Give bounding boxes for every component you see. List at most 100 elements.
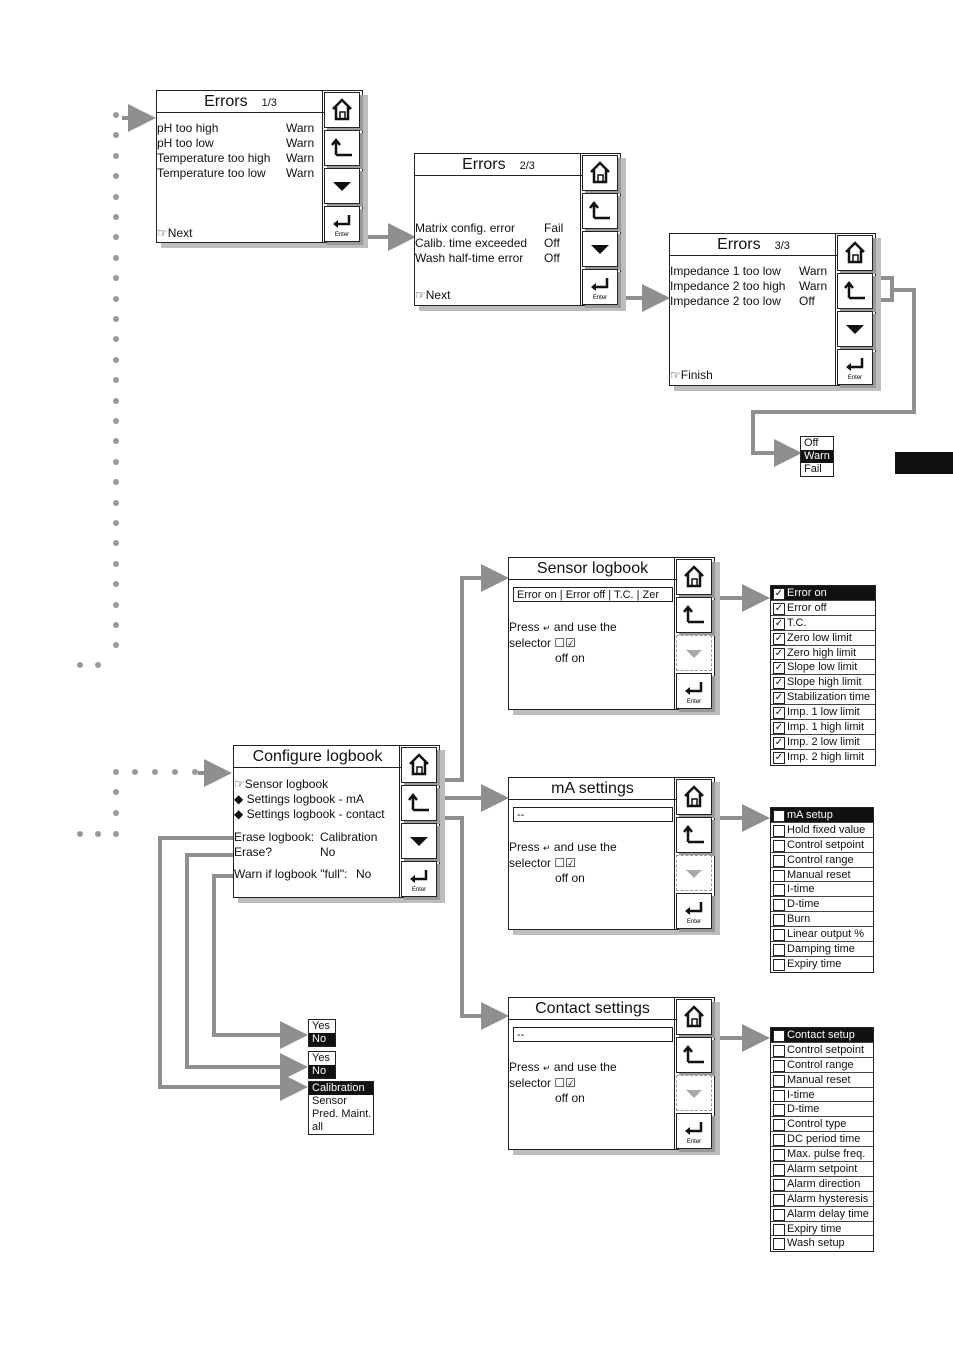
checkbox-icon[interactable] (773, 1223, 785, 1236)
back-button[interactable] (676, 1036, 712, 1073)
checklist-item[interactable]: Control range (771, 1058, 873, 1073)
selection-field[interactable]: -- (513, 807, 673, 822)
menu-option-selected[interactable]: No (309, 1065, 335, 1078)
back-button[interactable] (837, 272, 873, 309)
checkbox-checked-icon[interactable]: ✓ (773, 707, 785, 720)
checklist-item[interactable]: Contact setup (771, 1028, 873, 1043)
erase-logbook-value[interactable]: Calibration (320, 830, 378, 844)
menu-option[interactable]: Yes (312, 1052, 330, 1064)
checklist-item[interactable]: Alarm setpoint (771, 1162, 873, 1177)
menu-item-settings-contact[interactable]: ◆ Settings logbook - contact (234, 807, 385, 821)
home-button[interactable] (837, 234, 873, 271)
checkbox-icon[interactable] (773, 1134, 785, 1147)
checklist-item[interactable]: ✓T.C. (771, 616, 875, 631)
checkbox-icon[interactable] (773, 839, 785, 852)
checkbox-icon[interactable] (773, 884, 785, 897)
down-button[interactable] (324, 167, 360, 204)
checkbox-checked-icon[interactable]: ✓ (773, 647, 785, 660)
checkbox-checked-icon[interactable]: ✓ (773, 602, 785, 615)
checkbox-icon[interactable] (773, 929, 785, 942)
checklist-item[interactable]: Control setpoint (771, 1043, 873, 1058)
enter-button[interactable]: Enter (676, 892, 712, 929)
down-button[interactable] (837, 310, 873, 347)
checklist-item[interactable]: Manual reset (771, 868, 873, 883)
checklist-item[interactable]: ✓Stabilization time (771, 690, 875, 706)
warn-full-value[interactable]: No (356, 867, 372, 881)
checklist-item[interactable]: Alarm hysteresis (771, 1192, 873, 1207)
checklist-item[interactable]: Expiry time (771, 957, 873, 972)
checklist-item[interactable]: Control range (771, 853, 873, 868)
menu-option[interactable]: all (312, 1121, 324, 1133)
checklist-item[interactable]: D-time (771, 1102, 873, 1118)
checkbox-icon[interactable] (773, 1104, 785, 1117)
menu-option[interactable]: Fail (804, 463, 822, 475)
home-button[interactable] (582, 154, 618, 191)
checkbox-icon[interactable] (773, 1059, 785, 1072)
checklist-item[interactable]: Manual reset (771, 1073, 873, 1088)
checklist-item[interactable]: D-time (771, 897, 873, 913)
checklist-item[interactable]: Burn (771, 912, 873, 928)
error-value[interactable]: Off (544, 251, 560, 265)
menu-option[interactable]: Pred. Maint. (312, 1108, 372, 1120)
checkbox-icon[interactable] (773, 1089, 785, 1102)
next-softkey[interactable]: ☞Next (157, 226, 193, 240)
checklist-item[interactable]: I-time (771, 1088, 873, 1103)
home-button[interactable] (676, 998, 712, 1035)
checklist-item[interactable]: Max. pulse freq. (771, 1147, 873, 1163)
home-button[interactable] (401, 746, 437, 783)
checklist-item[interactable]: ✓Imp. 1 low limit (771, 705, 875, 721)
menu-item-settings-ma[interactable]: ◆ Settings logbook - mA (234, 792, 364, 806)
finish-softkey[interactable]: ☞Finish (670, 368, 713, 382)
down-button[interactable] (401, 822, 437, 859)
checkbox-icon[interactable] (773, 1238, 785, 1251)
menu-item-sensor-logbook[interactable]: ☞Sensor logbook (234, 777, 329, 791)
enter-button[interactable]: Enter (582, 268, 618, 305)
checkbox-icon[interactable] (773, 854, 785, 867)
error-value[interactable]: Warn (286, 166, 315, 180)
error-value[interactable]: Warn (799, 279, 828, 293)
checkbox-icon[interactable] (773, 1030, 785, 1042)
checklist-item[interactable]: ✓Imp. 2 low limit (771, 735, 875, 750)
checkbox-checked-icon[interactable]: ✓ (773, 751, 785, 764)
checkbox-icon[interactable] (773, 1074, 785, 1087)
checklist-item[interactable]: Hold fixed value (771, 823, 873, 838)
home-button[interactable] (676, 558, 712, 595)
enter-button[interactable]: Enter (676, 672, 712, 709)
checklist-item[interactable]: mA setup (771, 808, 873, 823)
menu-option-selected[interactable]: Calibration (309, 1082, 373, 1095)
checkbox-icon[interactable] (773, 914, 785, 927)
home-button[interactable] (676, 778, 712, 815)
menu-option-selected[interactable]: Warn (801, 450, 833, 463)
error-value[interactable]: Fail (544, 221, 564, 235)
checklist-item[interactable]: Wash setup (771, 1236, 873, 1251)
checkbox-icon[interactable] (773, 944, 785, 957)
checkbox-icon[interactable] (773, 1164, 785, 1177)
checkbox-checked-icon[interactable]: ✓ (773, 662, 785, 675)
enter-button[interactable]: Enter (324, 205, 360, 242)
checkbox-icon[interactable] (773, 1193, 785, 1206)
checkbox-icon[interactable] (773, 1119, 785, 1132)
next-softkey[interactable]: ☞Next (415, 288, 451, 302)
checklist-item[interactable]: ✓Imp. 2 high limit (771, 750, 875, 765)
checklist-item[interactable]: ✓Slope high limit (771, 675, 875, 691)
checkbox-icon[interactable] (773, 899, 785, 912)
back-button[interactable] (676, 816, 712, 853)
checklist-item[interactable]: Expiry time (771, 1222, 873, 1237)
checklist-item[interactable]: Linear output % (771, 927, 873, 943)
menu-option[interactable]: Yes (312, 1020, 330, 1032)
enter-button[interactable]: Enter (401, 860, 437, 897)
checkbox-icon[interactable] (773, 824, 785, 837)
checkbox-icon[interactable] (773, 1208, 785, 1221)
menu-option[interactable]: Off (804, 437, 819, 449)
enter-button[interactable]: Enter (676, 1112, 712, 1149)
down-button[interactable] (582, 230, 618, 267)
back-button[interactable] (676, 596, 712, 633)
checklist-item[interactable]: Control setpoint (771, 838, 873, 853)
home-button[interactable] (324, 91, 360, 128)
error-value[interactable]: Off (799, 294, 815, 308)
checkbox-checked-icon[interactable]: ✓ (773, 722, 785, 735)
checkbox-checked-icon[interactable]: ✓ (773, 677, 785, 690)
checklist-item[interactable]: ✓Error on (771, 586, 875, 601)
back-button[interactable] (582, 192, 618, 229)
checklist-item[interactable]: Control type (771, 1117, 873, 1133)
